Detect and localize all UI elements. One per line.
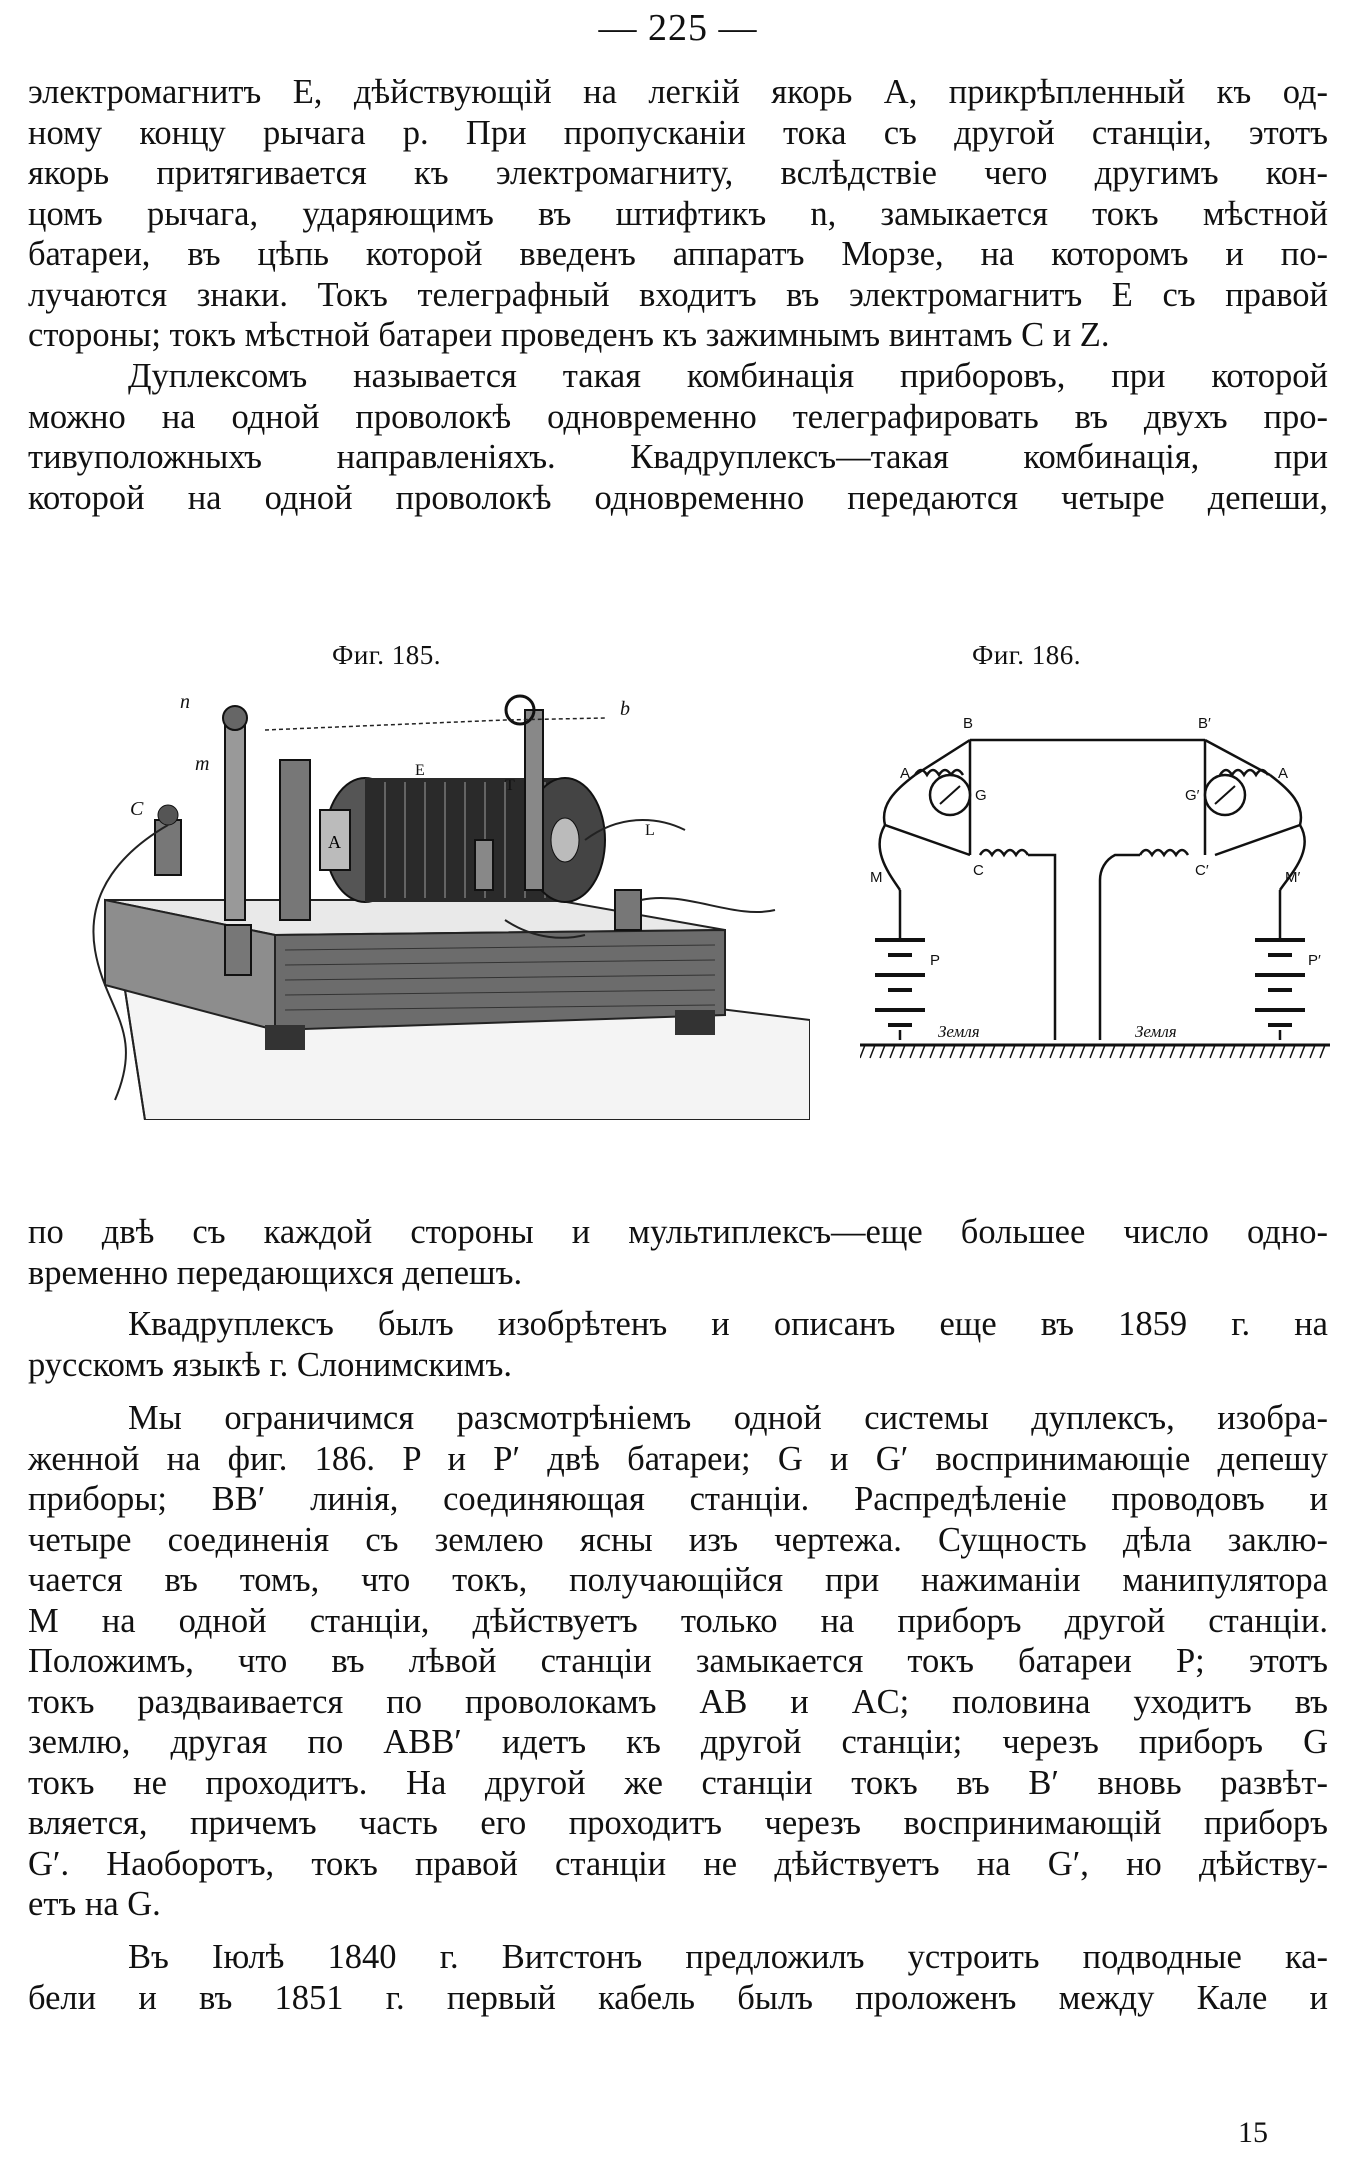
- text-line: токъ не проходитъ. На другой же станціи …: [28, 1763, 1328, 1802]
- text-line: G′. Наоборотъ, токъ правой станціи не дѣ…: [28, 1844, 1328, 1883]
- label-earth-right: Земля: [1135, 1022, 1177, 1041]
- label-B-prime: B′: [1198, 715, 1211, 732]
- figure-186-duplex-diagram: B B′ A A G G′ C C′ M M′ P P′ Земля Земля: [860, 715, 1330, 1059]
- paragraph-6: Въ Іюлѣ 1840 г. Витстонъ предложилъ устр…: [28, 1937, 1328, 2018]
- text-line: тивуположныхъ направленіяхъ. Квадруплекс…: [28, 438, 1328, 476]
- label-C-prime: C′: [1195, 862, 1209, 879]
- label-A: A: [328, 832, 341, 852]
- text-line: Мы ограничимся разсмотрѣніемъ одной сист…: [128, 1399, 1328, 1437]
- label-A-left: A: [900, 765, 910, 782]
- figure-186-caption: Фиг. 186.: [972, 640, 1082, 670]
- text-line: по двѣ съ каждой стороны и мультиплексъ—…: [28, 1213, 1328, 1251]
- label-b: b: [620, 698, 630, 720]
- label-G-prime: G′: [1185, 787, 1200, 804]
- label-earth-left: Земля: [938, 1022, 980, 1041]
- label-M-prime: M′: [1285, 869, 1300, 886]
- text-line: батареи, въ цѣпь которой введенъ аппарат…: [28, 235, 1328, 273]
- paragraph-5: Мы ограничимся разсмотрѣніемъ одной сист…: [28, 1398, 1328, 1925]
- paragraph-2: Дуплексомъ называется такая комбинація п…: [28, 356, 1328, 518]
- text-line: етъ на G.: [28, 1885, 161, 1923]
- text-line: вляется, причемъ часть его проходитъ чер…: [28, 1804, 1328, 1842]
- text-line: Положимъ, что въ лѣвой станціи замыкаетс…: [28, 1642, 1328, 1680]
- text-line: землю, другая по ABB′ идетъ къ другой ст…: [28, 1723, 1328, 1761]
- paragraph-4: Квадруплексъ былъ изобрѣтенъ и описанъ е…: [28, 1304, 1328, 1385]
- text-line: чается въ томъ, что токъ, получающійся п…: [28, 1561, 1328, 1599]
- label-L: L: [645, 822, 655, 839]
- label-A-right: A: [1278, 765, 1288, 782]
- text-line: стороны; токъ мѣстной батареи проведенъ …: [28, 316, 1110, 354]
- text-line: четыре соединенія съ землею ясны изъ чер…: [28, 1520, 1328, 1559]
- battery-P-prime: [1255, 938, 1305, 1027]
- text-line: которой на одной проволокѣ одновременно …: [28, 478, 1328, 517]
- label-P: P: [930, 952, 940, 969]
- label-C: C: [973, 862, 984, 879]
- label-m: m: [195, 753, 209, 775]
- label-C: C: [130, 798, 144, 820]
- text-line: Квадруплексъ былъ изобрѣтенъ и описанъ е…: [128, 1305, 1328, 1343]
- base-front: [274, 928, 726, 1032]
- text-line: цомъ рычага, ударяющимъ въ штифтикъ n, з…: [28, 194, 1328, 233]
- label-T: T: [505, 777, 515, 794]
- label-M: M: [870, 869, 883, 886]
- text-line: временно передающихся депешъ.: [28, 1253, 523, 1292]
- figure-185-relay-illustration: A n m b E T C L: [92, 691, 810, 1120]
- text-line: M на одной станціи, дѣйствуетъ только на…: [28, 1601, 1328, 1640]
- text-line: лучаются знаки. Токъ телеграфный входитъ…: [28, 275, 1328, 314]
- battery-P: [875, 938, 925, 1027]
- text-line: якорь притягивается къ электромагниту, в…: [28, 154, 1328, 192]
- paragraph-1: электромагнитъ E, дѣйствующій на легкій …: [28, 72, 1328, 356]
- signature-mark: 15: [1238, 2116, 1268, 2149]
- text-line: бели и въ 1851 г. первый кабель былъ про…: [28, 1978, 1328, 2017]
- text-line: приборы; BB′ линія, соединяющая станціи.…: [28, 1480, 1328, 1518]
- text-line: электромагнитъ E, дѣйствующій на легкій …: [28, 73, 1328, 111]
- label-P-prime: P′: [1308, 952, 1321, 969]
- figure-185-caption: Фиг. 185.: [332, 640, 442, 670]
- label-E: E: [415, 762, 425, 779]
- paragraph-3: по двѣ съ каждой стороны и мультиплексъ—…: [28, 1212, 1328, 1293]
- label-B: B: [963, 715, 973, 732]
- page-number: — 225 —: [598, 7, 758, 49]
- label-G: G: [975, 787, 987, 804]
- text-line: можно на одной проволокѣ одновременно те…: [28, 397, 1328, 436]
- text-line: женной на фиг. 186. P и P′ двѣ батареи; …: [28, 1439, 1328, 1478]
- text-line: токъ раздваивается по проволокамъ AB и A…: [28, 1682, 1328, 1721]
- text-line: ному концу рычага p. При пропусканіи ток…: [28, 113, 1328, 152]
- text-line: русскомъ языкѣ г. Слонимскимъ.: [28, 1345, 512, 1384]
- text-line: Въ Іюлѣ 1840 г. Витстонъ предложилъ устр…: [128, 1938, 1328, 1976]
- text-line: Дуплексомъ называется такая комбинація п…: [128, 357, 1328, 395]
- label-n: n: [180, 691, 190, 713]
